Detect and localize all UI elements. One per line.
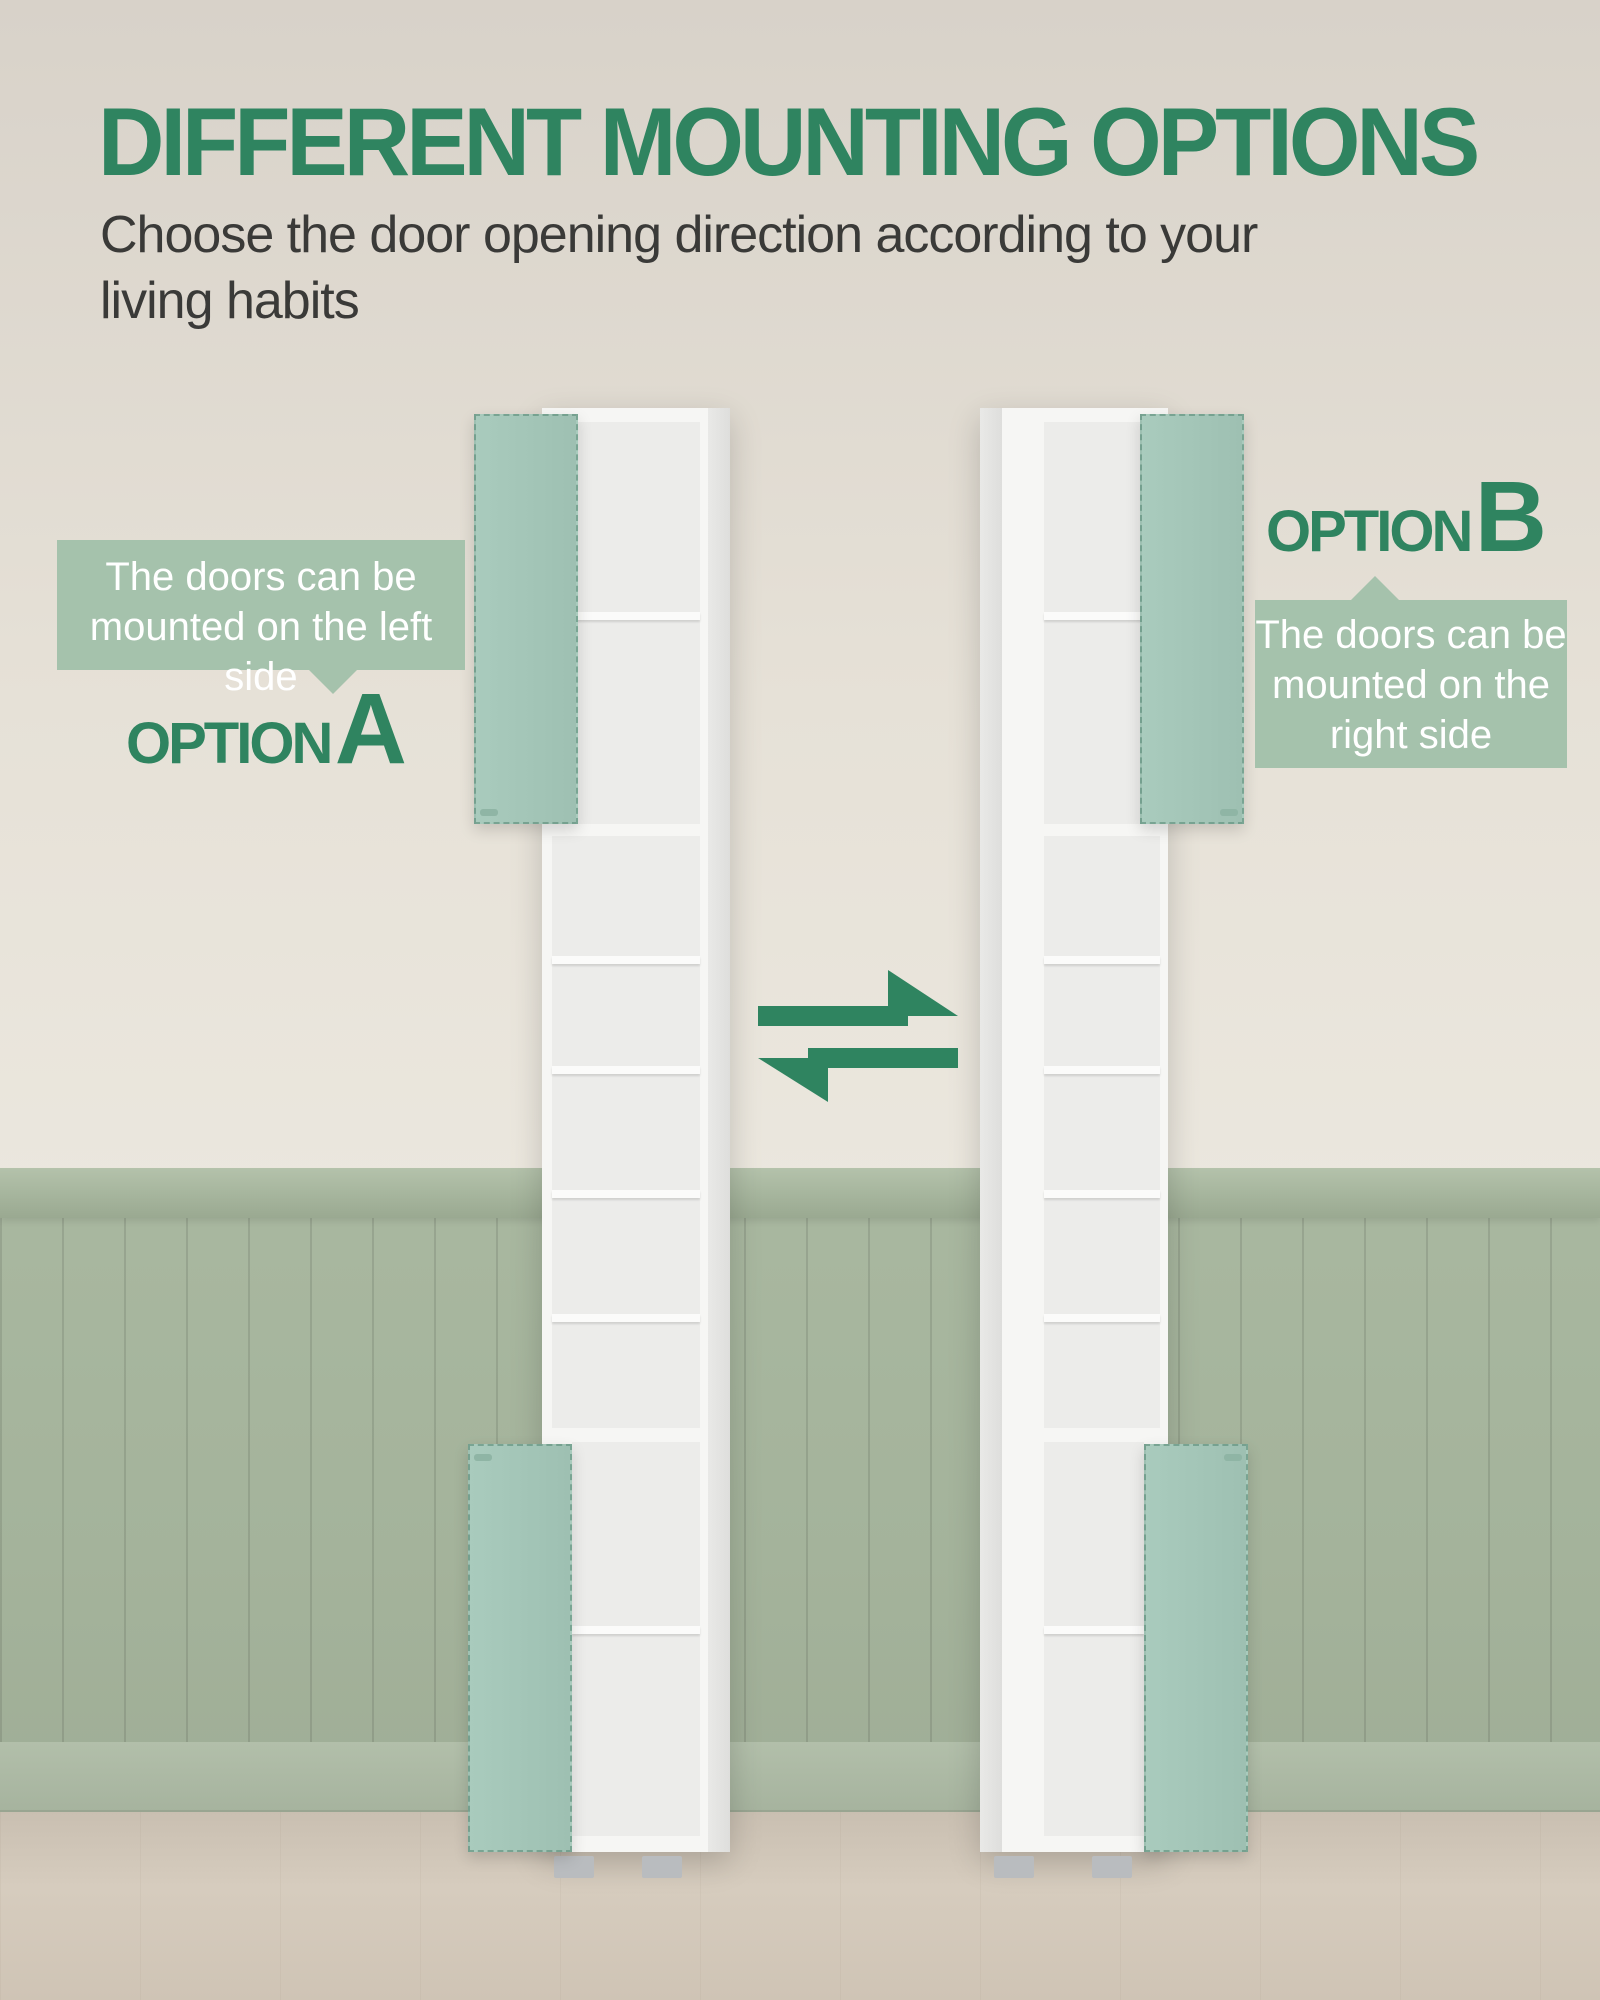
option-a-word: OPTION (126, 711, 333, 776)
swap-arrows-icon (758, 970, 958, 1102)
option-a-letter: A (334, 673, 407, 785)
door-lower-left (468, 1444, 572, 1852)
cabinet-foot (1092, 1856, 1132, 1878)
cabinet-lower-compartment (1044, 1442, 1144, 1836)
wainscot-rail (0, 1168, 1600, 1218)
cabinet-foot (642, 1856, 682, 1878)
cabinet-shelf (1044, 612, 1144, 620)
cabinet-option-b (980, 408, 1168, 1878)
cabinet-shelf (552, 1190, 700, 1198)
wood-floor (0, 1812, 1600, 2000)
door-lower-right (1144, 1444, 1248, 1852)
callout-option-a: The doors can be mounted on the left sid… (57, 540, 465, 699)
door-handle (1220, 809, 1238, 816)
cabinet-foot (994, 1856, 1034, 1878)
cabinet-middle-compartment (552, 836, 700, 1428)
cabinet-shelf (1044, 1314, 1160, 1322)
cabinet-shelf (552, 1314, 700, 1322)
cabinet-shelf (552, 956, 700, 964)
cabinet-option-a (542, 408, 730, 1878)
door-handle (1224, 1454, 1242, 1461)
cabinet-middle-compartment (1044, 836, 1160, 1428)
cabinet-side-panel (708, 408, 730, 1852)
cabinet-shelf (1044, 1066, 1160, 1074)
page-subtitle: Choose the door opening direction accord… (100, 206, 1258, 330)
option-a-label: OPTION A (126, 672, 407, 787)
cabinet-lower-compartment (572, 1442, 700, 1836)
door-handle (480, 809, 498, 816)
option-b-word: OPTION (1266, 499, 1473, 564)
cabinet-upper-compartment (572, 422, 700, 824)
option-b-label: OPTION B (1266, 460, 1547, 575)
door-handle (474, 1454, 492, 1461)
baseboard (0, 1742, 1600, 1812)
cabinet-shelf (572, 1626, 700, 1634)
cabinet-shelf (1044, 956, 1160, 964)
cabinet-shelf (1044, 1190, 1160, 1198)
cabinet-foot (554, 1856, 594, 1878)
callout-option-b: The doors can be mounted on the right si… (1255, 576, 1567, 768)
cabinet-shelf (1044, 1626, 1144, 1634)
cabinet-upper-compartment (1044, 422, 1144, 824)
wainscot-panel (0, 1168, 1600, 1818)
cabinet-shelf (552, 1066, 700, 1074)
cabinet-shelf (572, 612, 700, 620)
option-b-letter: B (1474, 461, 1547, 573)
door-upper-right (1140, 414, 1244, 824)
door-upper-left (474, 414, 578, 824)
cabinet-side-panel (980, 408, 1002, 1852)
page-title: DIFFERENT MOUNTING OPTIONS (98, 89, 1480, 197)
